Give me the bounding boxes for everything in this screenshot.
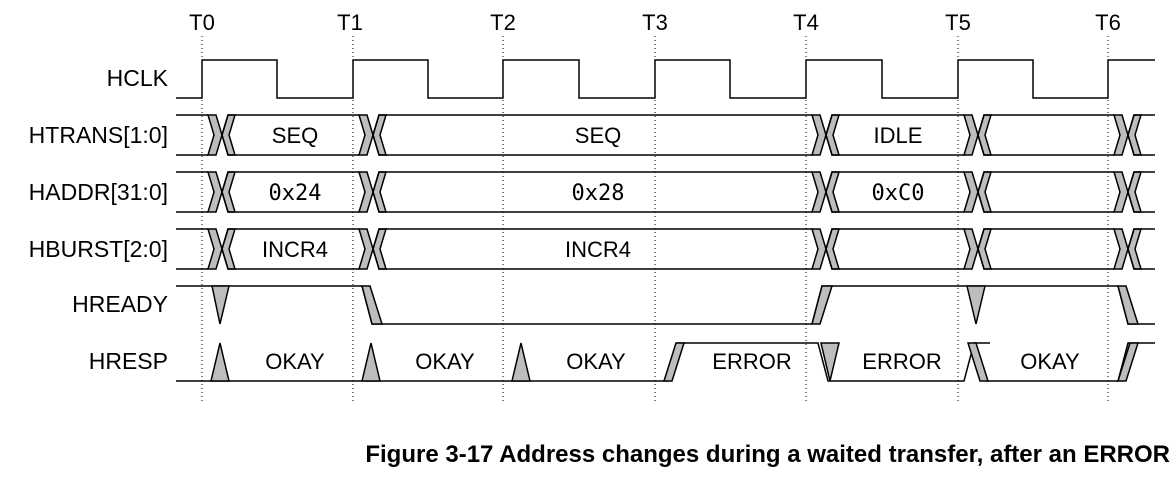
hresp-waveform <box>176 342 1155 382</box>
time-marker-t5: T5 <box>945 10 971 35</box>
haddr-value-1: 0x24 <box>269 181 322 206</box>
hresp-glitch-t4 <box>820 342 840 382</box>
signal-label-hresp: HRESP <box>89 348 168 374</box>
time-markers: T0 T1 T2 T3 T4 T5 T6 <box>189 10 1121 35</box>
signal-label-htrans: HTRANS[1:0] <box>29 122 168 148</box>
htrans-value-3: IDLE <box>874 123 923 148</box>
figure-caption: Figure 3-17 Address changes during a wai… <box>365 441 1170 468</box>
haddr-transition-t1 <box>357 171 374 213</box>
htrans-waveform <box>176 114 1155 156</box>
hclk-waveform <box>176 59 1155 99</box>
haddr-transition-t6 <box>1112 171 1129 213</box>
hresp-glitch-t0 <box>210 342 230 382</box>
haddr-value-2: 0x28 <box>572 181 625 206</box>
haddr-transition-t4 <box>810 171 827 213</box>
hburst-transition-t6 <box>1112 228 1129 270</box>
haddr-transition-t5 <box>962 171 979 213</box>
signal-label-hburst: HBURST[2:0] <box>29 236 168 262</box>
hresp-value-2: OKAY <box>415 349 475 374</box>
htrans-value-2: SEQ <box>575 123 621 148</box>
hburst-transition-t1 <box>357 228 374 270</box>
htrans-transition-t4 <box>810 114 827 156</box>
hresp-value-5: ERROR <box>862 349 941 374</box>
time-marker-t0: T0 <box>189 10 215 35</box>
time-marker-t1: T1 <box>337 10 363 35</box>
haddr-value-3: 0xC0 <box>872 181 925 206</box>
htrans-value-1: SEQ <box>272 123 318 148</box>
hresp-glitch-t2 <box>511 342 531 382</box>
signal-label-haddr: HADDR[31:0] <box>29 179 168 205</box>
time-marker-t6: T6 <box>1095 10 1121 35</box>
hburst-value-1: INCR4 <box>262 237 328 262</box>
hburst-transition-t4 <box>810 228 827 270</box>
htrans-transition-t1 <box>357 114 374 156</box>
time-marker-t4: T4 <box>793 10 819 35</box>
signal-labels: HCLK HTRANS[1:0] HADDR[31:0] HBURST[2:0]… <box>29 65 169 374</box>
hready-waveform <box>176 285 1155 325</box>
signal-label-hready: HREADY <box>72 291 168 317</box>
hresp-value-3: OKAY <box>566 349 626 374</box>
hresp-fall-t5 <box>966 342 990 382</box>
hresp-glitch-t1 <box>361 342 381 382</box>
time-marker-t2: T2 <box>490 10 516 35</box>
signal-label-hclk: HCLK <box>107 65 169 91</box>
hresp-value-4: ERROR <box>712 349 791 374</box>
hready-fall-t6 <box>1117 285 1140 325</box>
hburst-value-2: INCR4 <box>565 237 631 262</box>
hready-glitch-t5 <box>966 285 986 325</box>
hresp-value-6: OKAY <box>1020 349 1080 374</box>
hresp-value-1: OKAY <box>265 349 325 374</box>
time-marker-t3: T3 <box>642 10 668 35</box>
hburst-transition-t0 <box>206 228 223 270</box>
hburst-waveform <box>176 228 1155 270</box>
htrans-transition-t6 <box>1112 114 1129 156</box>
haddr-transition-t0 <box>206 171 223 213</box>
hready-fall-t1 <box>361 285 384 325</box>
haddr-waveform <box>176 171 1155 213</box>
htrans-transition-t0 <box>206 114 223 156</box>
hburst-transition-t5 <box>962 228 979 270</box>
hready-glitch-t0 <box>211 285 230 325</box>
hready-rise-t4 <box>811 285 834 325</box>
hresp-rise-t6 <box>1116 342 1140 382</box>
htrans-transition-t5 <box>962 114 979 156</box>
hresp-rise-t3 <box>662 342 686 382</box>
